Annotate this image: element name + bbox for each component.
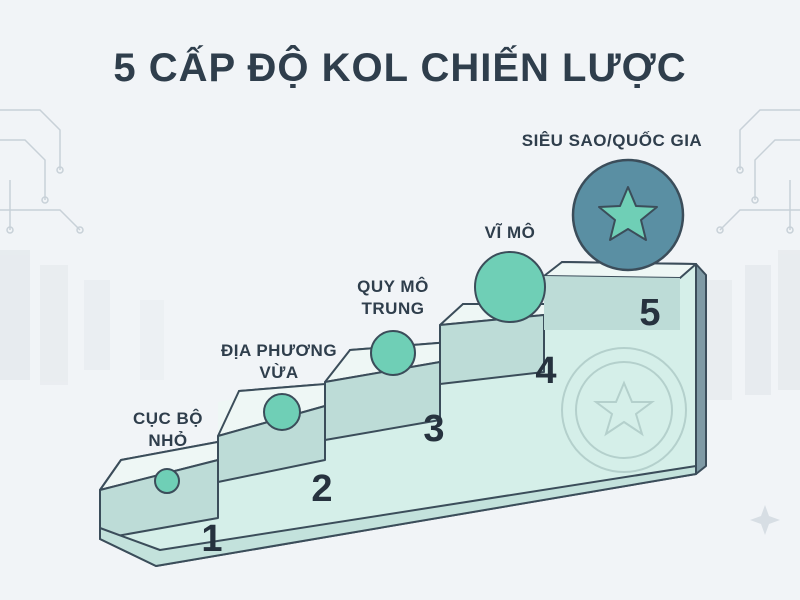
circuit-lines-left: [0, 109, 84, 234]
star-icon: [598, 186, 658, 241]
star-badge-icon: [561, 347, 687, 473]
level-1-label-line1: CỤC BỘ: [132, 409, 204, 428]
step-1-number: 1: [201, 518, 223, 560]
step-2-number: 2: [311, 468, 333, 510]
level-4-circle: [474, 251, 546, 323]
level-5-label: SIÊU SAO/QUỐC GIA: [494, 130, 730, 152]
step-1-riser: [99, 459, 219, 540]
staircase: [99, 261, 707, 567]
level-3-label: QUY MÔ TRUNG: [336, 276, 450, 320]
level-3-circle: [370, 330, 416, 376]
level-4-label: VĨ MÔ: [460, 222, 560, 244]
staircase-side: [695, 263, 707, 475]
level-3-label-line2: TRUNG: [361, 299, 425, 318]
level-1-circle: [154, 468, 180, 494]
level-4-label-line1: VĨ MÔ: [484, 223, 536, 242]
step-3-number: 3: [423, 408, 445, 450]
level-2-circle: [263, 393, 301, 431]
level-5-label-line1: SIÊU SAO/QUỐC GIA: [521, 131, 703, 150]
level-2-label-line2: VỪA: [259, 363, 299, 382]
sparkle-icon: [750, 505, 780, 535]
level-3-label-line1: QUY MÔ: [357, 277, 429, 296]
level-1-label-line2: NHỎ: [148, 431, 188, 450]
circuit-lines-right: [716, 109, 800, 234]
level-2-label-line1: ĐỊA PHƯƠNG: [220, 341, 338, 360]
step-5-riser: [544, 276, 680, 330]
step-4-number: 4: [535, 350, 557, 392]
level-2-label: ĐỊA PHƯƠNG VỪA: [196, 340, 362, 384]
step-5-number: 5: [639, 292, 661, 334]
level-1-label: CỤC BỘ NHỎ: [108, 408, 228, 452]
page-title: 5 CẤP ĐỘ KOL CHIẾN LƯỢC: [113, 46, 687, 90]
staircase-base: [99, 465, 697, 567]
